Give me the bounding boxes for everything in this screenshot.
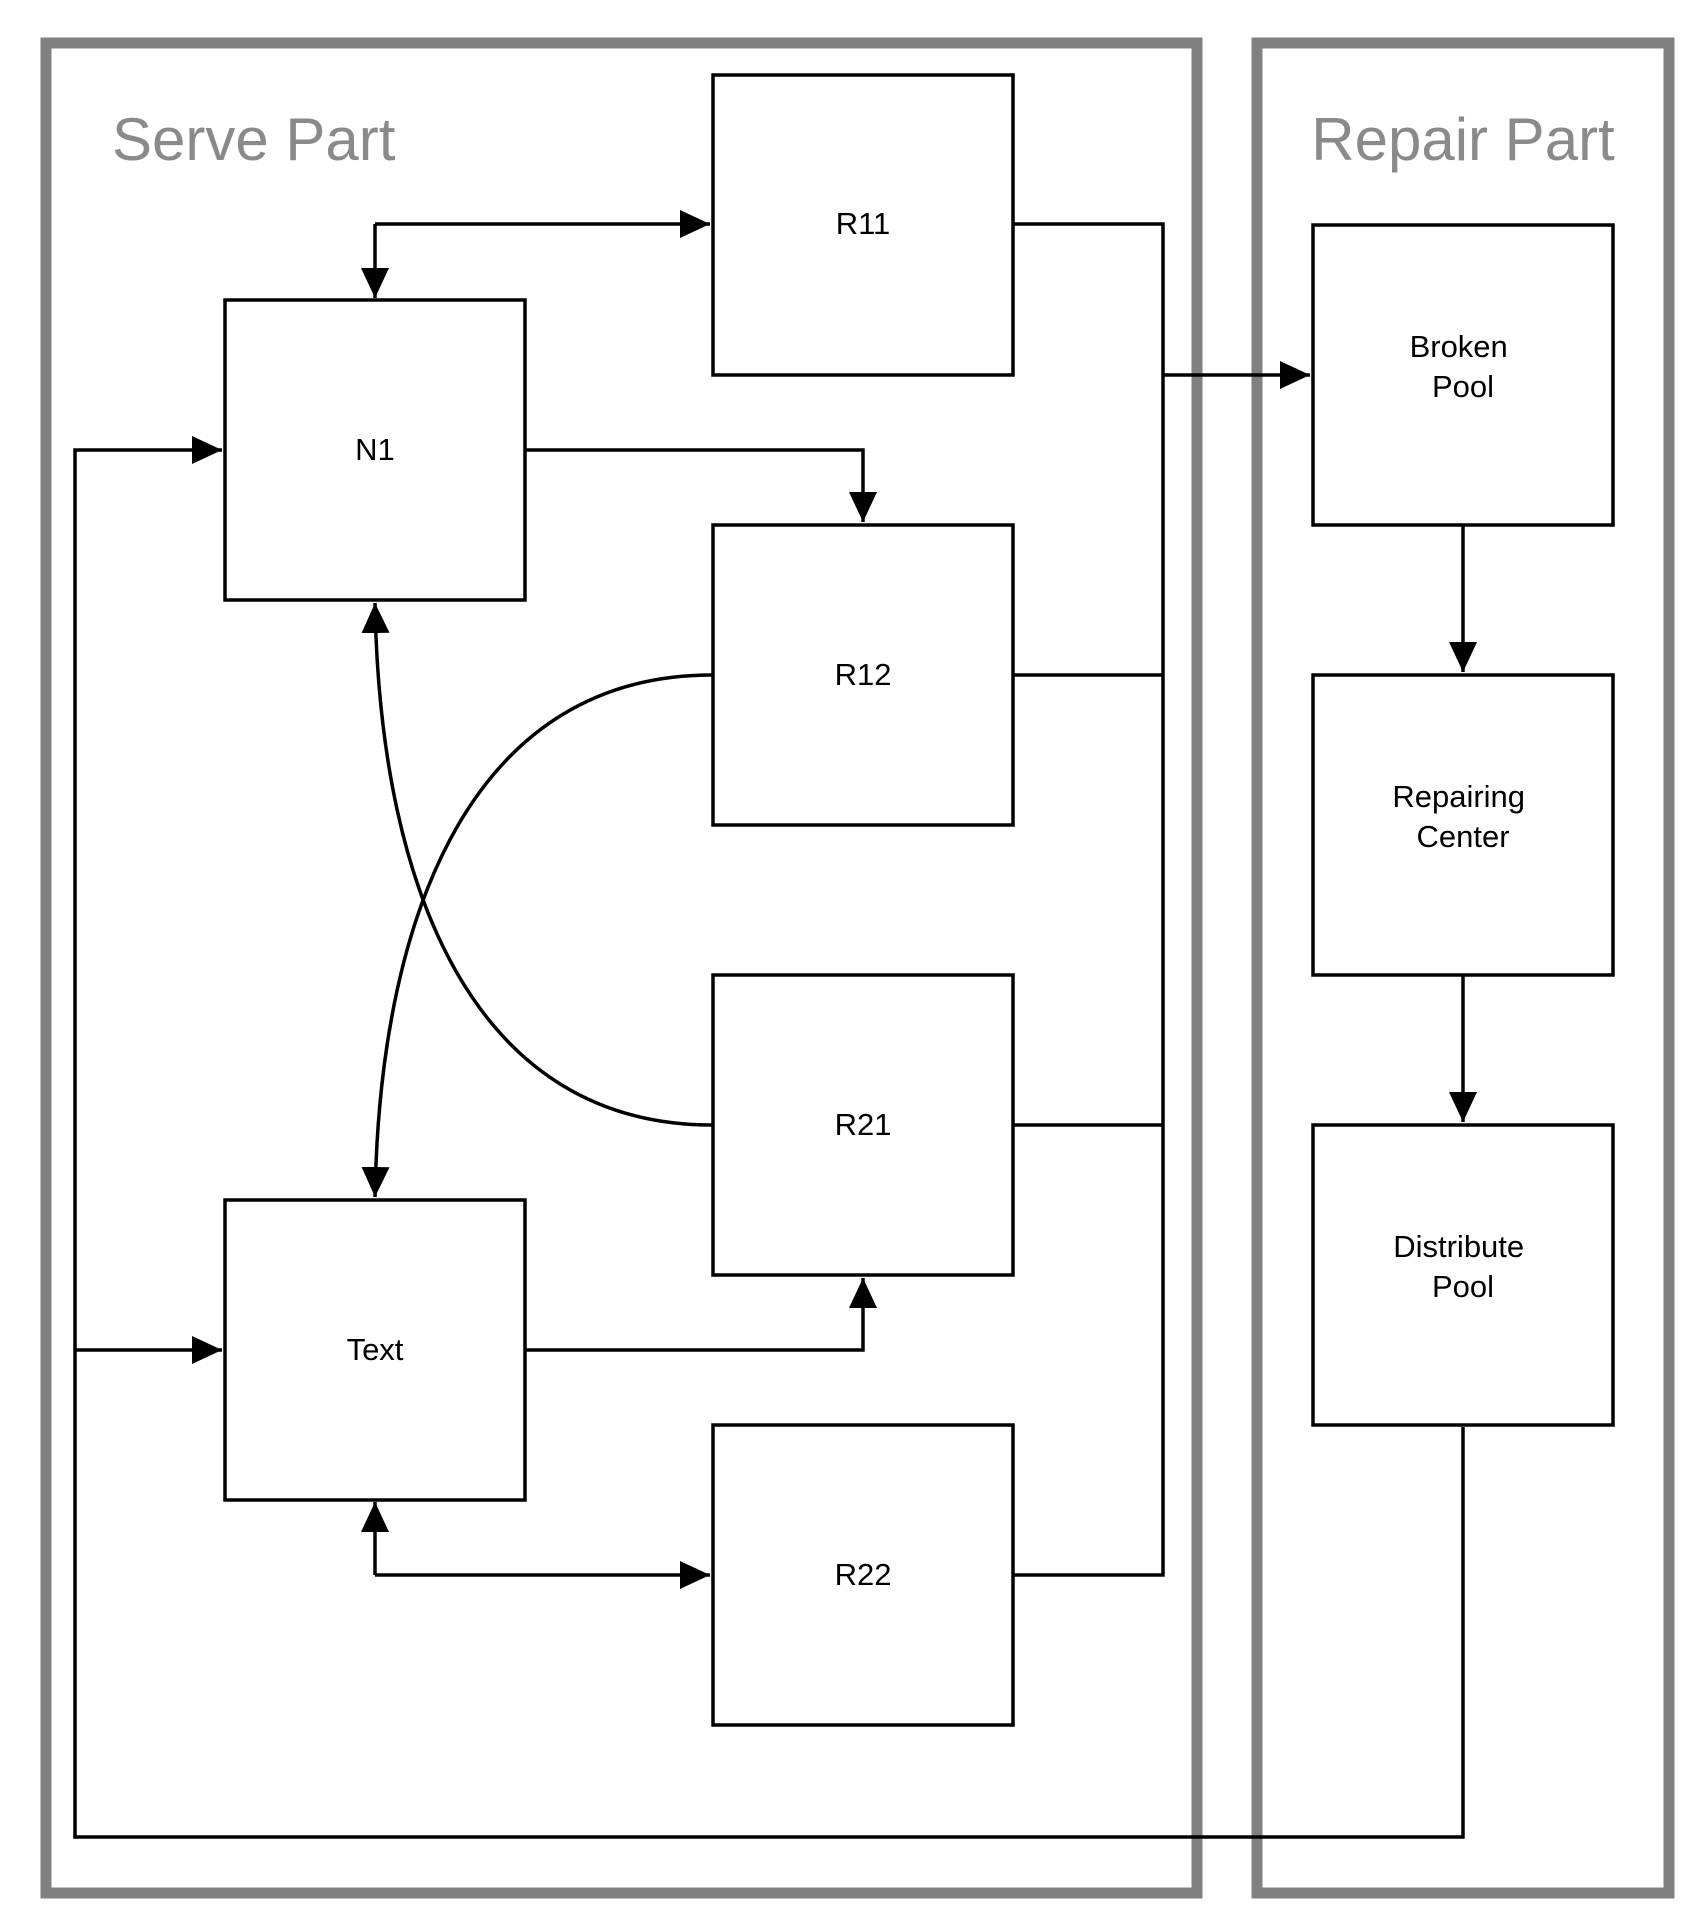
node-n1-label: N1 xyxy=(355,432,395,467)
node-broken-pool[interactable]: Broken Pool xyxy=(1311,223,1615,527)
node-text[interactable]: Text xyxy=(223,1198,527,1502)
node-broken-pool-box xyxy=(1311,223,1615,527)
edge-r11-bus xyxy=(1013,222,1165,1577)
serve-part-title: Serve Part xyxy=(112,106,396,173)
node-text-box xyxy=(223,1198,527,1502)
edge-distribute-pool-return xyxy=(73,436,1465,1839)
node-distribute-pool-label-line-2: Pool xyxy=(1432,1269,1494,1304)
edge-text-r21 xyxy=(525,1278,877,1352)
node-n1[interactable]: N1 xyxy=(223,298,527,602)
node-r11-label: R11 xyxy=(836,206,891,241)
edges xyxy=(73,210,1477,1839)
node-r22-label: R22 xyxy=(835,1557,892,1592)
node-r22-box xyxy=(711,1423,1015,1727)
edge-r12-text xyxy=(361,673,713,1198)
node-repairing-center-label: Repairing Center xyxy=(1392,779,1533,854)
node-distribute-pool-box xyxy=(1311,1123,1615,1427)
node-r22[interactable]: R22 xyxy=(711,1423,1015,1727)
node-r21[interactable]: R21 xyxy=(711,973,1015,1277)
node-r21-label: R21 xyxy=(835,1107,892,1142)
node-r11[interactable]: R11 xyxy=(711,73,1015,377)
node-broken-pool-label: Broken Pool xyxy=(1410,329,1517,404)
node-repairing-center-box xyxy=(1311,673,1615,977)
node-broken-pool-label-line-2: Pool xyxy=(1432,369,1494,404)
node-distribute-pool[interactable]: Distribute Pool xyxy=(1311,1123,1615,1427)
edge-n1-r12 xyxy=(525,448,877,522)
repair-part-title: Repair Part xyxy=(1311,106,1615,173)
serve-part-frame xyxy=(40,37,1203,1899)
node-r12-box xyxy=(711,523,1015,827)
node-r11-box xyxy=(711,73,1015,377)
node-r21-box xyxy=(711,973,1015,1277)
node-repairing-center[interactable]: Repairing Center xyxy=(1311,673,1615,977)
node-r12[interactable]: R12 xyxy=(711,523,1015,827)
node-distribute-pool-label-line-1: Distribute xyxy=(1393,1229,1524,1264)
node-repairing-center-label-line-2: Center xyxy=(1416,819,1509,854)
edge-r21-n1 xyxy=(361,602,713,1127)
repair-part-frame xyxy=(1251,37,1675,1899)
node-n1-box xyxy=(223,298,527,602)
node-distribute-pool-label: Distribute Pool xyxy=(1393,1229,1533,1304)
node-repairing-center-label-line-1: Repairing xyxy=(1392,779,1525,814)
node-text-label: Text xyxy=(347,1332,404,1367)
node-r12-label: R12 xyxy=(835,657,892,692)
node-broken-pool-label-line-1: Broken xyxy=(1410,329,1508,364)
